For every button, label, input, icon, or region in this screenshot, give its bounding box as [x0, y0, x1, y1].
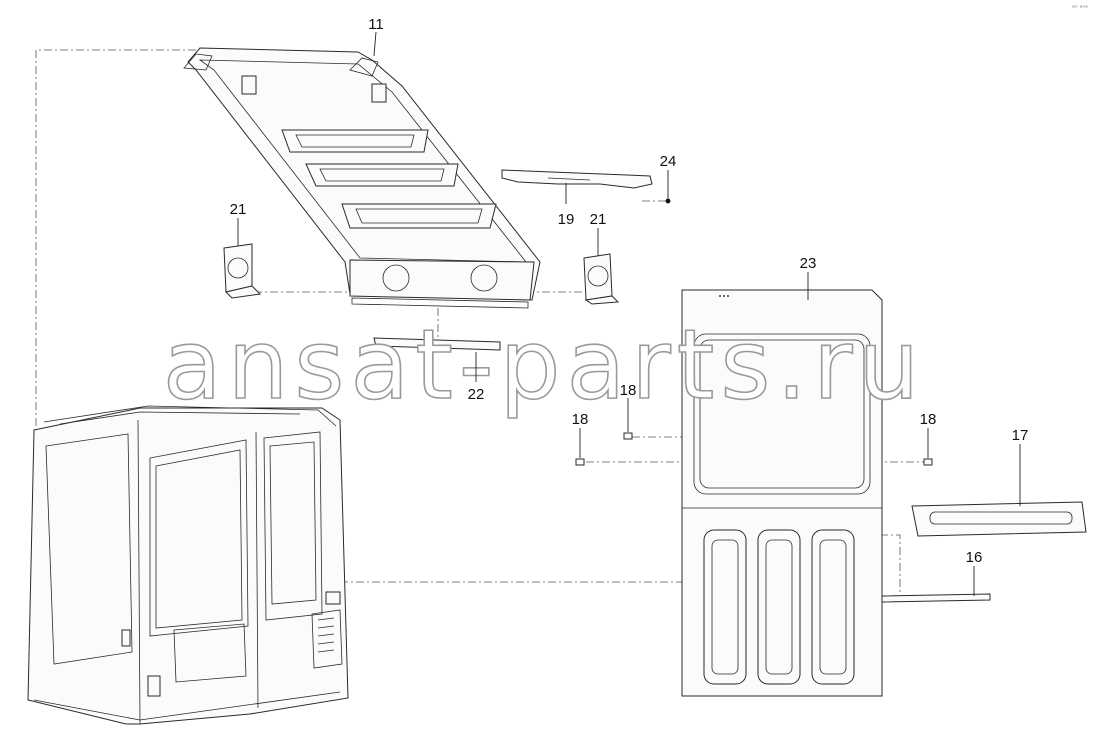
- roof-panel-part-11: [183, 47, 541, 309]
- callout-19: 19: [558, 211, 575, 228]
- watermark-text: ansat-parts.ru: [163, 309, 926, 421]
- callout-18-top: 18: [620, 382, 637, 399]
- vent-slots: [317, 617, 335, 653]
- strip-part-16: [881, 593, 991, 603]
- speaker-bracket-right-part-21: [583, 253, 620, 305]
- bar-part-22: [373, 337, 501, 351]
- callout-21-right: 21: [590, 211, 607, 228]
- rear-panel-part-23: [681, 289, 883, 697]
- leader-lines: [237, 31, 1021, 596]
- cab-assembly: [27, 405, 349, 725]
- callout-17: 17: [1012, 427, 1029, 444]
- screw-part-24: [665, 198, 671, 204]
- trim-part-17: [911, 501, 1087, 537]
- callout-labels: 11 24 21 19 21 23 22 18 18 18 17 16: [230, 16, 1029, 566]
- cover-strip-part-19: [501, 169, 671, 204]
- callout-18-left: 18: [572, 411, 589, 428]
- callout-21-left: 21: [230, 201, 247, 218]
- callout-11: 11: [368, 16, 384, 33]
- corner-mark: ᵃⁿ ᵃⁿᵃ: [1072, 4, 1088, 12]
- clips-part-18: [575, 432, 933, 466]
- callout-18-right: 18: [920, 411, 937, 428]
- callout-24: 24: [660, 153, 677, 170]
- callout-23: 23: [800, 255, 817, 272]
- callout-22: 22: [468, 386, 485, 403]
- speaker-bracket-left-part-21: [223, 243, 262, 299]
- callout-16: 16: [966, 549, 983, 566]
